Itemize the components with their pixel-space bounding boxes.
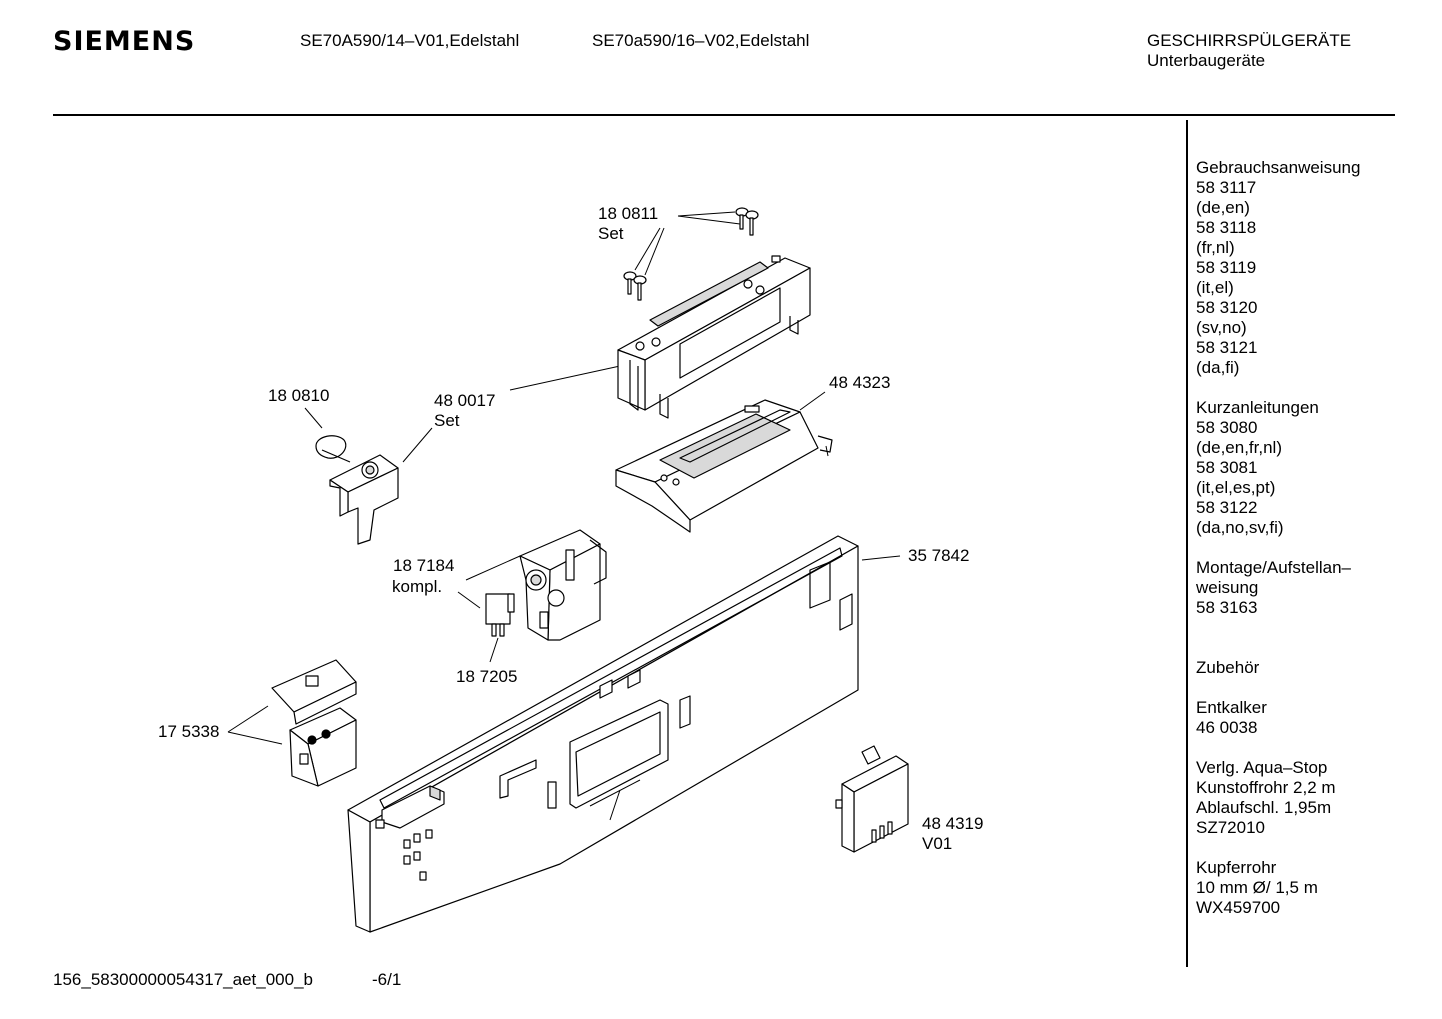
manual-line: 58 3121 [1196,338,1258,357]
short-guide-line: 58 3081 [1196,458,1258,477]
short-guide-line: (de,en,fr,nl) [1196,438,1282,457]
part-label-480017-set: Set [434,411,460,430]
page-number: -6/1 [372,970,402,989]
control-panel-housing-icon [347,535,859,933]
manual-title: Gebrauchsanweisung [1196,158,1361,177]
descaler-line: 46 0038 [1196,718,1258,737]
descaler-line: Entkalker [1196,698,1267,717]
part-label-187184-kompl: kompl. [392,577,443,596]
model-number-1: SE70A590/14–V01,Edelstahl [300,31,520,50]
category-title: GESCHIRRSPÜLGERÄTE [1147,31,1352,50]
document-id: 156_58300000054317_aet_000_b [53,970,313,989]
part-label-187184: 18 7184 [393,556,455,575]
brand-logo: SIEMENS [53,26,196,57]
short-guide-line: (da,no,sv,fi) [1196,518,1284,537]
accessory-title: Zubehör [1196,658,1260,677]
manual-line: (de,en) [1196,198,1250,217]
switch-assembly-icon [485,529,607,641]
manual-line: 58 3120 [1196,298,1258,317]
part-label-180810: 18 0810 [268,386,330,405]
manual-line: (fr,nl) [1196,238,1235,257]
part-label-484319: 48 4319 [922,814,984,833]
terminal-block-icon [271,659,357,787]
aquastop-line: Kunstoffrohr 2,2 m [1196,778,1336,797]
short-guide-line: 58 3080 [1196,418,1258,437]
mounting-line: 58 3163 [1196,598,1258,617]
documentation-sidebar: Gebrauchsanweisung 58 3117 (de,en) 58 31… [1196,158,1360,918]
manual-line: 58 3119 [1196,258,1257,277]
manual-line: (it,el) [1196,278,1234,297]
manual-line: (sv,no) [1196,318,1247,337]
part-label-180811: 18 0811 [598,204,659,223]
manual-line: 58 3118 [1196,218,1257,237]
aqua-stop-module-icon [835,745,909,853]
copper-pipe-line: Kupferrohr [1196,858,1277,877]
part-label-175338: 17 5338 [158,722,220,741]
screw-set-icon [623,207,759,301]
mounting-bracket-icon [315,435,399,545]
short-guide-line: (it,el,es,pt) [1196,478,1276,497]
mounting-line: weisung [1196,578,1259,597]
model-number-2: SE70a590/16–V02,Edelstahl [592,31,810,50]
leader-lines [227,211,901,745]
aquastop-line: SZ72010 [1196,818,1265,837]
part-label-484319-v01: V01 [922,834,953,853]
part-label-357842: 35 7842 [908,546,970,565]
short-guide-line: 58 3122 [1196,498,1258,517]
part-label-480017: 48 0017 [434,391,496,410]
part-label-180811-set: Set [598,224,624,243]
sidebar-divider [1186,120,1188,967]
aquastop-line: Ablaufschl. 1,95m [1196,798,1332,817]
part-label-484323: 48 4323 [829,373,891,392]
part-label-187205: 18 7205 [456,667,518,686]
electronic-module-icon [615,399,833,533]
aquastop-line: Verlg. Aqua–Stop [1196,758,1328,777]
header-divider [53,114,1395,116]
mounting-line: Montage/Aufstellan– [1196,558,1351,577]
cover-part-icon [617,255,811,419]
copper-pipe-line: 10 mm Ø/ 1,5 m [1196,878,1318,897]
short-guide-title: Kurzanleitungen [1196,398,1319,417]
category-subtitle: Unterbaugeräte [1147,51,1266,70]
manual-line: (da,fi) [1196,358,1240,377]
copper-pipe-line: WX459700 [1196,898,1281,917]
manual-line: 58 3117 [1196,178,1257,197]
